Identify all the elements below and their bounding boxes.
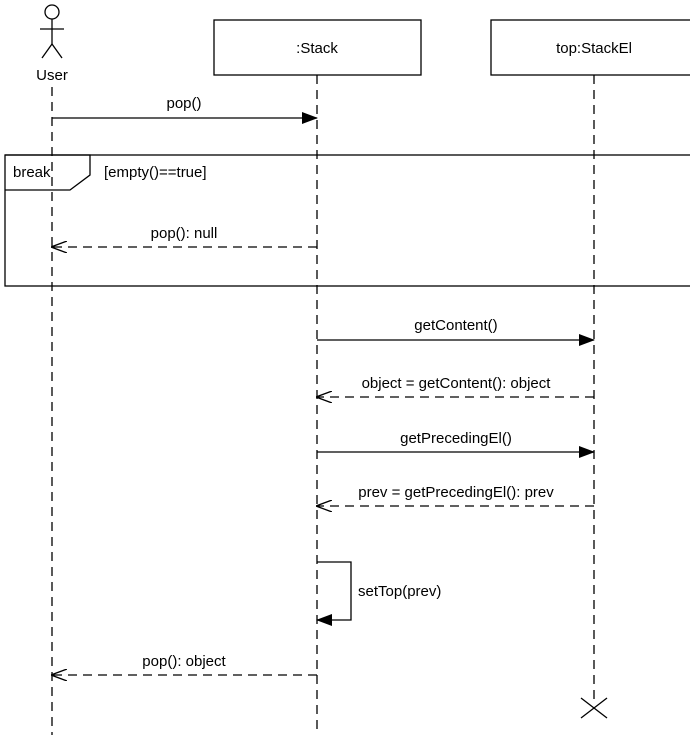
top-participant-label: top:StackEl — [556, 40, 632, 57]
break-guard-label: [empty()==true] — [104, 164, 207, 181]
reply-pop-object-label: pop(): object — [142, 653, 226, 670]
actor-stick-figure-icon — [40, 4, 64, 59]
top-participant-box — [490, 19, 690, 76]
self-call-settop-arrow — [316, 561, 352, 626]
destruction-marker-icon — [580, 697, 608, 719]
stack-participant-box — [213, 19, 422, 76]
break-operator-label: break — [13, 164, 51, 181]
stack-participant-label: :Stack — [296, 40, 338, 57]
message-getcontent-label: getContent() — [414, 317, 497, 334]
reply-pop-null-label: pop(): null — [151, 225, 218, 242]
message-pop-label: pop() — [166, 95, 201, 112]
message-getprecedingel-label: getPrecedingEl() — [400, 430, 512, 447]
self-call-settop-label: setTop(prev) — [358, 583, 441, 600]
break-fragment — [4, 154, 690, 287]
reply-getprecedingel-label: prev = getPrecedingEl(): prev — [358, 484, 554, 501]
user-participant-label: User — [36, 67, 68, 84]
reply-getcontent-label: object = getContent(): object — [362, 375, 552, 392]
